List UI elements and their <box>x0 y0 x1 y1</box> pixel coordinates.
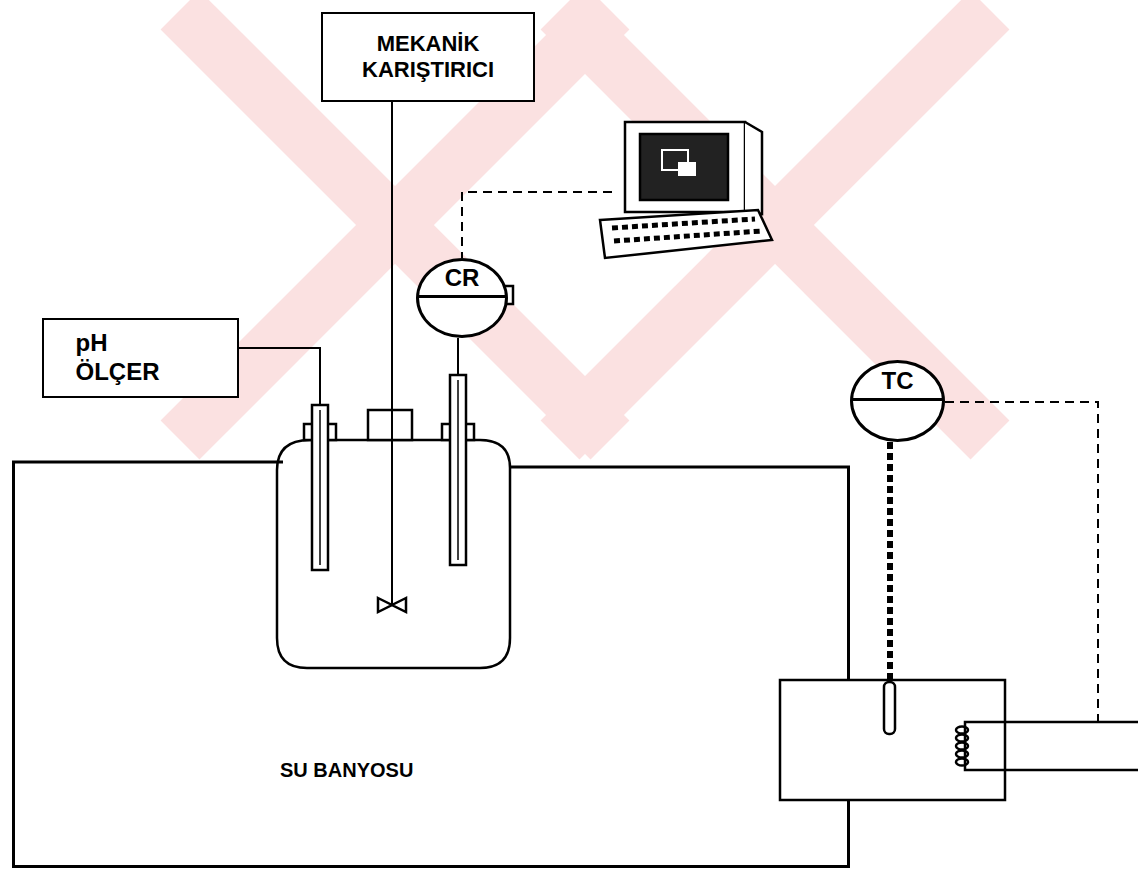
ph-meter-box: pH ÖLÇER <box>42 318 239 398</box>
signal-line <box>462 192 612 258</box>
node-label: SU BANYOSU <box>280 758 413 782</box>
node-label: CR <box>445 264 480 295</box>
heater-coil-turns <box>956 727 968 766</box>
ph-probe <box>312 405 328 570</box>
temperature-controller: TC <box>850 360 945 442</box>
signal-line <box>945 402 1098 722</box>
node-label: MEKANİK KARIŞTIRICI <box>323 31 533 84</box>
pipe <box>985 721 1138 724</box>
bath-outline <box>12 458 850 868</box>
wire <box>239 348 320 405</box>
node-label: TC <box>882 367 914 398</box>
heater-box <box>780 680 1005 800</box>
water-bath: SU BANYOSU <box>12 458 850 868</box>
sensor-lead <box>887 442 893 682</box>
conductivity-probe <box>450 375 466 565</box>
pipe <box>985 769 1138 772</box>
stirrer-shaft <box>391 102 393 605</box>
wire <box>457 338 459 375</box>
computer-icon <box>600 122 772 258</box>
conductivity-meter: CR <box>416 258 508 338</box>
stirrer-box: MEKANİK KARIŞTIRICI <box>321 12 535 102</box>
thermometer <box>884 682 895 734</box>
impeller <box>378 598 406 612</box>
node-label: pH ÖLÇER <box>76 329 171 387</box>
